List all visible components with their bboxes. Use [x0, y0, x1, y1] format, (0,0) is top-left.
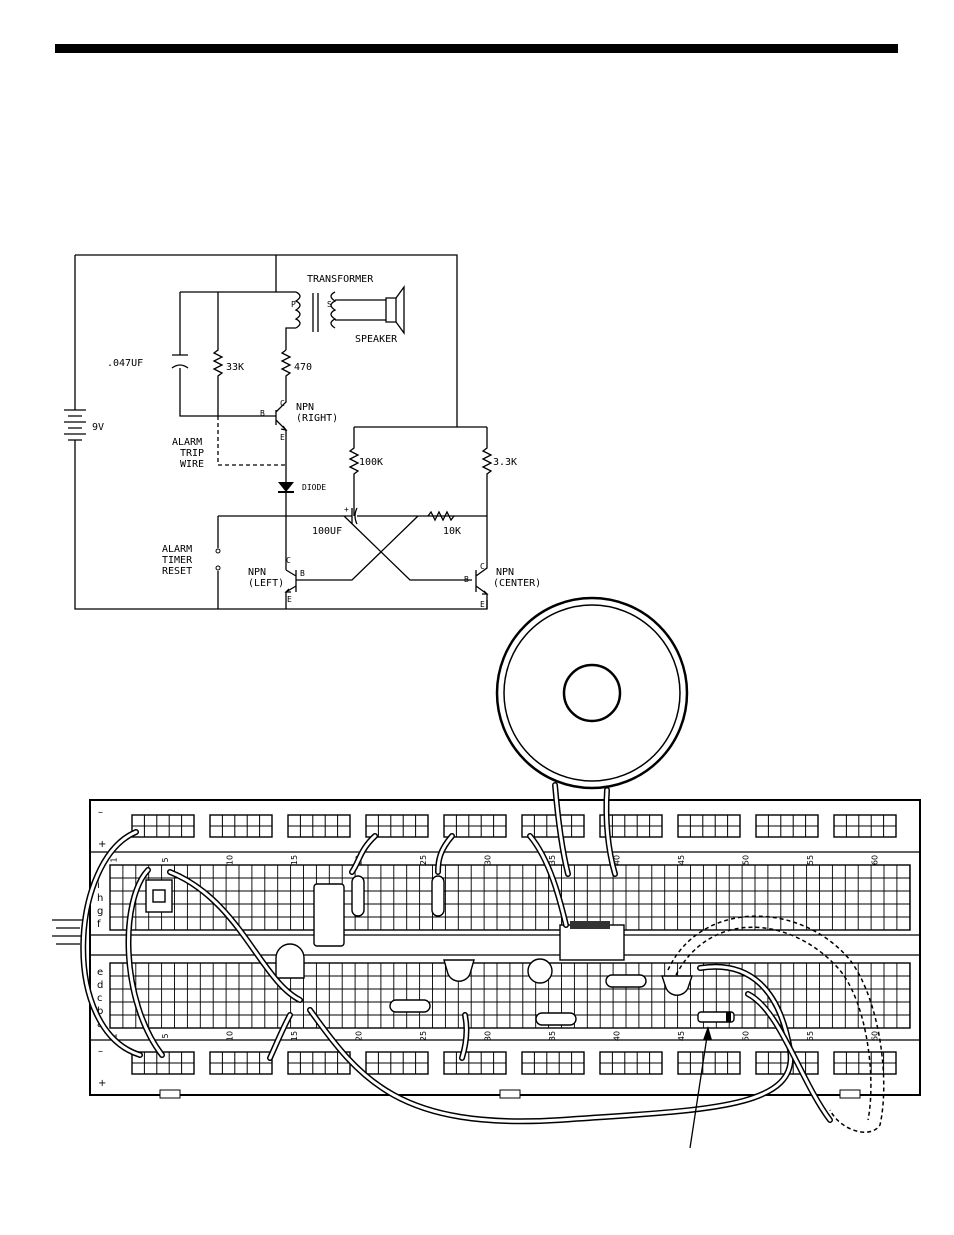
label-alarm-trip-1: ALARM	[172, 437, 202, 448]
schematic-labels: TRANSFORMER P S SPEAKER 9V .047UF 33K 47…	[92, 274, 541, 609]
column-number: 25	[419, 855, 428, 865]
pin-c-right: C	[280, 399, 285, 408]
rail-block	[834, 1052, 896, 1074]
label-alarm-reset-1: ALARM	[162, 544, 192, 555]
rail-block	[756, 815, 818, 837]
column-number: 30	[484, 855, 493, 865]
rail-block	[678, 1052, 740, 1074]
pin-b-left: B	[300, 569, 305, 578]
column-number: 25	[419, 1031, 428, 1041]
rail-block	[132, 815, 194, 837]
column-number: 15	[290, 1031, 299, 1041]
capacitor-047uf	[528, 959, 552, 983]
label-r33k: 33K	[226, 362, 244, 373]
resistor-10k	[390, 1000, 430, 1012]
label-npn-center-sub: (CENTER)	[493, 578, 541, 589]
column-number: 5	[161, 857, 170, 862]
diode-band	[726, 1012, 731, 1022]
column-number: 55	[806, 1031, 815, 1041]
resistor-100k	[352, 876, 364, 916]
column-number: 5	[161, 1033, 170, 1038]
rail-block	[288, 1052, 350, 1074]
label-npn-center: NPN	[496, 567, 514, 578]
column-number: 40	[613, 1031, 622, 1041]
row-letter-f: f	[97, 919, 101, 930]
label-diode: DIODE	[302, 483, 326, 492]
label-npn-right-sub: (RIGHT)	[296, 413, 338, 424]
row-letter-h: h	[97, 893, 103, 904]
column-number: 30	[484, 1031, 493, 1041]
column-number: 20	[355, 1031, 364, 1041]
pin-c-left: C	[286, 556, 291, 565]
column-number: 50	[742, 855, 751, 865]
label-cap-plus: +	[344, 505, 349, 514]
label-r470: 470	[294, 362, 312, 373]
column-number: 1	[109, 857, 118, 862]
column-number: 50	[742, 1031, 751, 1041]
transistor-left	[276, 944, 304, 978]
label-secondary: S	[327, 300, 332, 309]
capacitor-100uf	[314, 884, 344, 946]
pin-e-center: E	[480, 600, 485, 609]
rail-minus-bottom: –	[98, 1046, 103, 1057]
resistor-3k3	[606, 975, 646, 987]
label-npn-left: NPN	[248, 567, 266, 578]
reset-switch-button	[153, 890, 165, 902]
terminal-block	[110, 963, 910, 1028]
rail-block	[444, 1052, 506, 1074]
resistor-470	[536, 1013, 576, 1025]
label-battery: 9V	[92, 422, 104, 433]
label-cap-small: .047UF	[107, 358, 143, 369]
label-alarm-reset-3: RESET	[162, 566, 192, 577]
label-r100k: 100K	[359, 457, 383, 468]
transformer-module	[560, 925, 624, 960]
rail-block	[288, 815, 350, 837]
pin-b-center: B	[464, 575, 469, 584]
label-speaker: SPEAKER	[355, 334, 398, 345]
rail-block	[366, 1052, 428, 1074]
label-cap-large: 100UF	[312, 526, 342, 537]
column-number: 10	[226, 855, 235, 865]
pin-e-right: E	[280, 433, 285, 442]
row-letter-e: e	[97, 967, 103, 978]
rail-block	[210, 815, 272, 837]
rail-block	[210, 1052, 272, 1074]
rail-block	[600, 1052, 662, 1074]
label-alarm-trip-3: WIRE	[180, 459, 204, 470]
column-number: 60	[871, 855, 880, 865]
resistor-33k	[432, 876, 444, 916]
pin-c-center: C	[480, 562, 485, 571]
schematic-wires	[64, 255, 491, 609]
pin-e-left: E	[287, 595, 292, 604]
label-alarm-reset-2: TIMER	[162, 555, 193, 566]
rail-minus-top: –	[98, 807, 103, 818]
rail-plus-top: +	[98, 839, 106, 850]
column-number: 10	[226, 1031, 235, 1041]
transformer-core	[570, 921, 610, 929]
speaker-drawing	[497, 598, 687, 788]
rail-plus-bottom: +	[98, 1078, 106, 1089]
label-npn-left-sub: (LEFT)	[248, 578, 284, 589]
column-number: 15	[290, 855, 299, 865]
label-primary: P	[291, 300, 296, 309]
label-npn-right: NPN	[296, 402, 314, 413]
column-number: 45	[677, 1031, 686, 1041]
label-r3k3: 3.3K	[493, 457, 517, 468]
column-number: 45	[677, 855, 686, 865]
pin-b-right: B	[260, 409, 265, 418]
rail-block	[678, 815, 740, 837]
label-r10k: 10K	[443, 526, 461, 537]
row-letter-d: d	[97, 980, 103, 991]
row-letter-c: c	[97, 993, 103, 1004]
column-number: 35	[548, 1031, 557, 1041]
rail-block	[834, 815, 896, 837]
column-number: 55	[806, 855, 815, 865]
rail-block	[522, 1052, 584, 1074]
label-transformer: TRANSFORMER	[307, 274, 374, 285]
label-alarm-trip-2: TRIP	[180, 448, 204, 459]
row-letter-g: g	[97, 906, 103, 917]
